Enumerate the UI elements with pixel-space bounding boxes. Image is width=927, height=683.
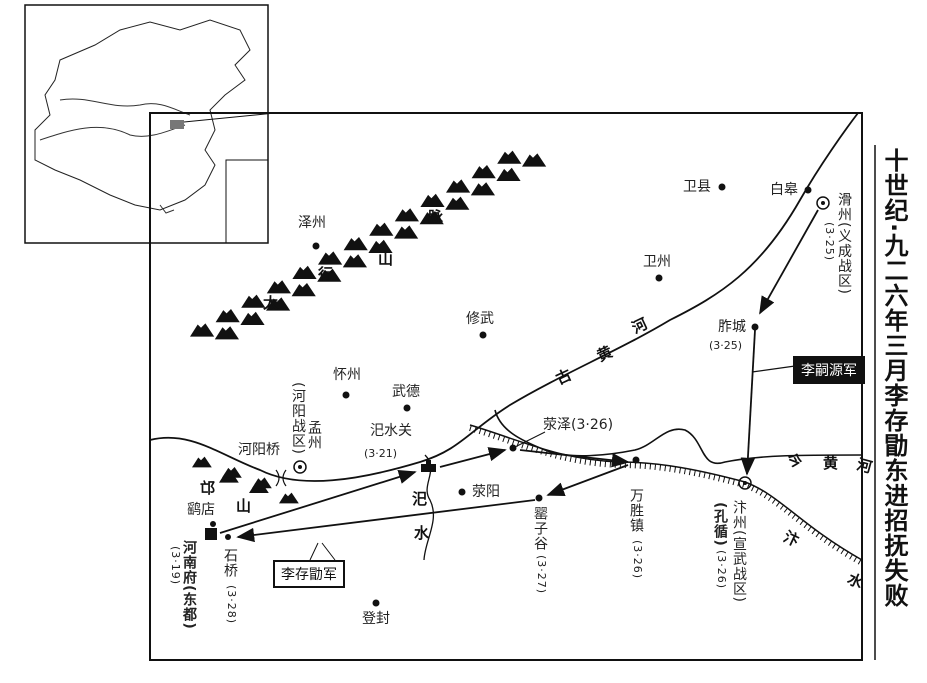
- army-label-li-siyuan: 李嗣源军: [793, 356, 865, 384]
- place-dengfeng: 登封: [362, 611, 390, 627]
- mountain-peak-icon: [215, 309, 240, 323]
- route-huazhou-zuocheng: [759, 209, 819, 315]
- route-xingze-wansheng: [519, 449, 630, 468]
- place-baigao: 白皋: [770, 182, 798, 198]
- march-routes: [219, 209, 819, 543]
- mountain-peak-icon: [394, 208, 419, 222]
- river-label: 黄: [823, 454, 839, 472]
- place-wude: 武德: [392, 384, 420, 400]
- mountain-peak-icon: [343, 237, 368, 251]
- mountain-peak-icon: [419, 211, 444, 225]
- place-zuocheng-date: (3·25): [709, 339, 743, 352]
- inset-highlight-region: [170, 120, 184, 129]
- place-zuocheng: 胙城: [718, 319, 746, 335]
- mountain-peak-icon: [342, 254, 367, 268]
- mountain-peak-icon: [394, 225, 419, 239]
- mountain-peak-icon: [368, 239, 393, 253]
- mountain-label: 太: [263, 294, 279, 312]
- mountain-peak-icon: [522, 153, 547, 167]
- place-wanshengzhen-date: (3·26): [631, 540, 644, 580]
- mountain-peak-icon: [369, 222, 394, 236]
- place-shiqiao: 石桥: [222, 548, 238, 578]
- place-henanfu: 河南府(东都): [181, 540, 197, 630]
- mountain-peak-icon: [497, 150, 522, 164]
- place-huazhou: 滑州(义成战区): [836, 192, 852, 295]
- mountain-peak-icon: [252, 477, 272, 489]
- place-kongxun: (孔循): [712, 502, 728, 547]
- map-title: 十世纪·九二六年三月李存勖东进招抚失败: [880, 148, 908, 609]
- mountain-peak-icon: [317, 268, 342, 282]
- place-xingyang: 荥阳: [472, 484, 500, 500]
- mangshan-mountains: [192, 456, 299, 504]
- mountain-peak-icon: [291, 283, 316, 297]
- place-huazhou-date: (3·25): [823, 222, 836, 262]
- place-yingzigu: 罂子谷: [532, 506, 548, 551]
- mountain-peak-icon: [266, 297, 291, 311]
- route-yingzigu-shiqiao: [236, 499, 536, 543]
- place-shiqiao-date: (3·28): [225, 585, 238, 625]
- mountain-peak-icon: [318, 251, 343, 265]
- mountain-peak-icon: [292, 265, 317, 279]
- old-yellow-river: [149, 112, 859, 482]
- mountain-peak-icon: [190, 323, 215, 337]
- place-heyang-zone: (河阳战区): [290, 382, 306, 455]
- mountain-peak-icon: [445, 196, 470, 210]
- fort-icon: [421, 460, 436, 472]
- place-sishuiguan: 汜水关: [370, 423, 412, 439]
- mountain-peak-icon: [214, 326, 239, 340]
- place-wanshengzhen: 万胜镇: [628, 488, 644, 533]
- place-xingze: 荥泽(3·26): [543, 417, 614, 433]
- place-markers: [205, 183, 812, 607]
- place-bianzhou: 汴州(宣武战区): [731, 500, 747, 603]
- capital-markers: [293, 196, 830, 490]
- army-label-li-cunxu: 李存勖军: [273, 560, 345, 588]
- mountain-label: 脉: [428, 208, 444, 226]
- mountain-peak-icon: [279, 492, 299, 504]
- mountain-label: 山: [236, 497, 252, 515]
- mountain-label: 邙: [200, 479, 216, 497]
- inset-map-china: [24, 4, 276, 244]
- mountain-peak-icon: [241, 294, 266, 308]
- mountain-peak-icon: [420, 193, 445, 207]
- place-xiuwu: 修武: [466, 311, 494, 327]
- place-sishuiguan-date: (3·21): [364, 447, 398, 460]
- mountain-peak-icon: [192, 456, 212, 468]
- place-weixian: 卫县: [683, 179, 711, 195]
- mountain-peak-icon: [240, 311, 265, 325]
- mountain-peak-icon: [222, 467, 242, 478]
- place-yingzigu-date: (3·27): [535, 555, 548, 595]
- route-sishuiguan-xingze: [439, 447, 507, 468]
- bridge-icon: [275, 469, 287, 487]
- mountain-peak-icon: [470, 182, 495, 196]
- bian-river: [469, 424, 863, 561]
- map-frame: [149, 112, 863, 661]
- place-heyang-bridge: 河阳桥: [238, 442, 280, 458]
- place-bianzhou-date: (3·26): [715, 550, 728, 590]
- mountain-label: 行: [318, 265, 334, 283]
- place-weizhou: 卫州: [643, 254, 671, 270]
- river-label: 水: [414, 524, 430, 542]
- mountain-peak-icon: [266, 280, 291, 294]
- place-zezhou: 泽州: [298, 215, 326, 231]
- river-label: 汜: [412, 490, 428, 508]
- route-zuocheng-bianzhou: [740, 329, 756, 476]
- place-mengzhou: 孟州: [306, 420, 322, 450]
- route-wansheng-yingzigu: [546, 464, 629, 497]
- mountain-label: 山: [378, 250, 394, 268]
- taihang-mountains: [190, 150, 547, 340]
- place-henanfu-date: (3·19): [169, 546, 182, 586]
- mountain-peak-icon: [446, 179, 471, 193]
- place-huaizhou: 怀州: [333, 367, 361, 383]
- mountain-peak-icon: [496, 167, 521, 181]
- place-yaodian: 鹞店: [187, 502, 215, 518]
- mountain-peak-icon: [471, 165, 496, 179]
- route-henanfu-sishuiguan: [219, 469, 417, 534]
